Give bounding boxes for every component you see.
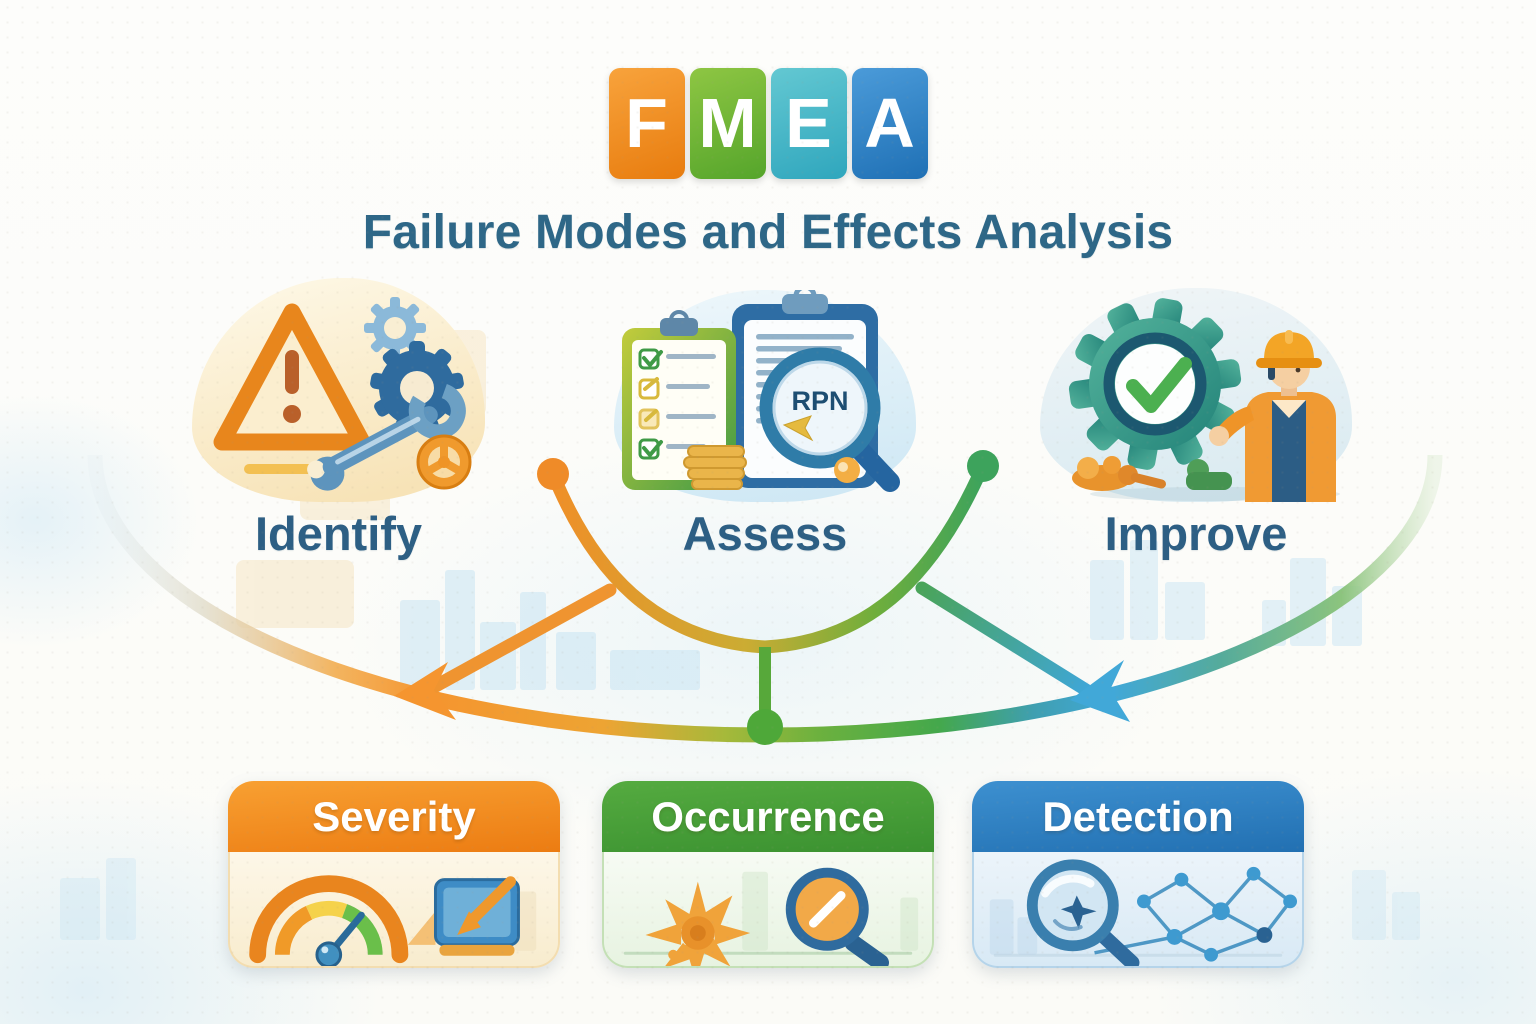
wheel-icon: [416, 434, 472, 490]
gauge-icon: [249, 875, 537, 966]
gear-checkmark-worker-icon: [1068, 298, 1340, 502]
letter-tile-e: E: [770, 68, 847, 179]
step-label-assess: Assess: [682, 507, 848, 560]
identify-step-illustration: [192, 278, 485, 502]
factor-card-detection: Detection: [972, 781, 1304, 968]
starburst-magnifier-icon: [623, 867, 919, 966]
severity-header: Severity: [228, 781, 560, 852]
step-label-identify: Identify: [254, 507, 423, 560]
magnifier-network-icon: [989, 859, 1298, 966]
gauge-meter-icon: [249, 875, 409, 966]
fmea-acronym: F M E A: [0, 68, 1536, 179]
swirl-highlight: [838, 462, 848, 472]
monitor-arrow-icon: [407, 876, 520, 956]
slash-magnifier-icon: [785, 867, 889, 966]
occurrence-body: [602, 852, 934, 968]
warning-triangle-gears-wrench-icon: [213, 297, 472, 491]
detection-body: [972, 852, 1304, 968]
detection-magnifier-icon: [1026, 859, 1140, 966]
green-mound-icon: [1186, 459, 1232, 490]
title-block: F M E A Failure Modes and Effects Analys…: [0, 68, 1536, 260]
branch-line-left: [425, 583, 617, 695]
clipboards-rpn-magnifier-icon: RPN: [622, 290, 900, 492]
checkmark-gear-icon: [1068, 298, 1242, 470]
rpn-arrow-icon: [782, 415, 814, 442]
branch-line-right: [915, 581, 1093, 697]
factor-card-severity: Severity: [228, 781, 560, 968]
coil-stack-icon: [683, 445, 747, 490]
letter-tile-a: A: [851, 68, 928, 179]
severity-label: Severity: [312, 792, 476, 840]
letter-tile-f: F: [608, 68, 685, 179]
assess-step-illustration: RPN: [614, 290, 916, 502]
impact-starburst-icon: [645, 881, 751, 966]
tool-pile-icon: [1072, 456, 1166, 491]
arrowhead-right-icon: [1070, 660, 1130, 722]
warning-triangle-icon: [213, 303, 371, 451]
occurrence-header: Occurrence: [602, 781, 934, 852]
step-label-improve: Improve: [1104, 507, 1288, 560]
wrench-icon: [307, 383, 466, 491]
page-title: Failure Modes and Effects Analysis: [362, 206, 1174, 259]
detection-label: Detection: [1042, 792, 1234, 840]
rpn-magnifier-icon: RPN: [759, 347, 900, 492]
hard-hat-icon: [1256, 330, 1322, 368]
worker-figure: [1209, 330, 1336, 502]
large-gear-icon: [370, 341, 464, 434]
detection-header: Detection: [972, 781, 1304, 852]
improve-node-dot: [967, 450, 999, 482]
identify-node-dot: [537, 458, 569, 490]
severity-body: [228, 852, 560, 968]
arrowhead-left-icon: [394, 662, 456, 720]
center-node-dot: [747, 709, 783, 745]
improve-step-illustration: [1040, 288, 1352, 502]
rpn-label: RPN: [791, 386, 848, 416]
factor-card-occurrence: Occurrence: [602, 781, 934, 968]
letter-tile-m: M: [689, 68, 766, 179]
occurrence-label: Occurrence: [651, 792, 885, 840]
